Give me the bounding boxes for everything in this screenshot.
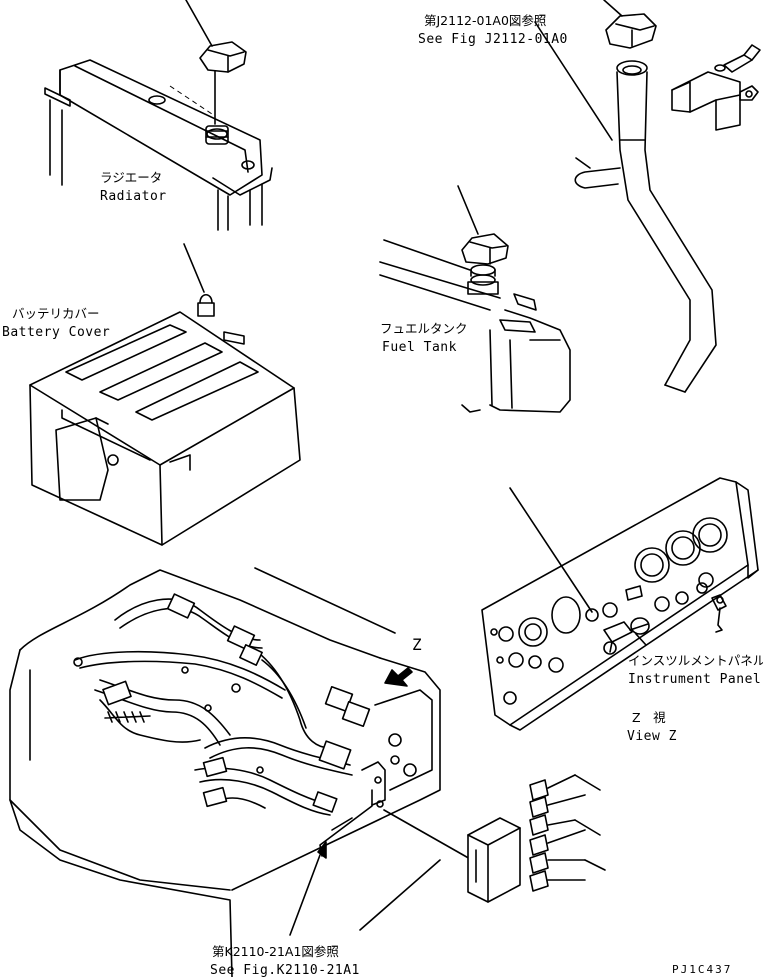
view-z-marker: Z xyxy=(412,635,422,654)
instrument-panel-label-jp: インスツルメントパネル xyxy=(628,653,763,668)
fuel-tank-drawing xyxy=(379,185,571,413)
ref-top-label-jp: 第J2112-01A0図参照 xyxy=(424,13,546,28)
ref-bottom-label-en: See Fig.K2110-21A1 xyxy=(210,963,360,977)
machine-body-drawing xyxy=(9,567,473,977)
instrument-panel-drawing xyxy=(481,477,759,731)
view-z-label-en: View Z xyxy=(627,729,677,744)
relay-box-drawing xyxy=(359,774,606,931)
drawing-code: PJ1C437 xyxy=(672,963,732,976)
battery-cover-label-en: Battery Cover xyxy=(2,325,110,340)
fuel-tank-label-jp: フュエルタンク xyxy=(380,321,468,336)
radiator-label-jp: ラジエータ xyxy=(100,170,162,185)
ref-bottom-leader xyxy=(289,854,321,936)
ref-bottom-label-jp: 第K2110-21A1図参照 xyxy=(212,944,339,959)
filler-pipe-drawing xyxy=(534,0,761,393)
battery-cover-label-jp: バッテリカバー xyxy=(12,306,100,321)
radiator-label-en: Radiator xyxy=(100,189,167,204)
ref-bottom-arrowhead xyxy=(317,841,327,859)
instrument-panel-label-en: Instrument Panel xyxy=(628,672,761,687)
radiator-drawing xyxy=(44,0,273,231)
fuel-tank-label-en: Fuel Tank xyxy=(382,340,457,355)
battery-cover-drawing xyxy=(29,243,301,546)
ref-top-label-en: See Fig J2112-01A0 xyxy=(418,32,568,47)
view-z-label-jp: Z 視 xyxy=(632,710,666,725)
